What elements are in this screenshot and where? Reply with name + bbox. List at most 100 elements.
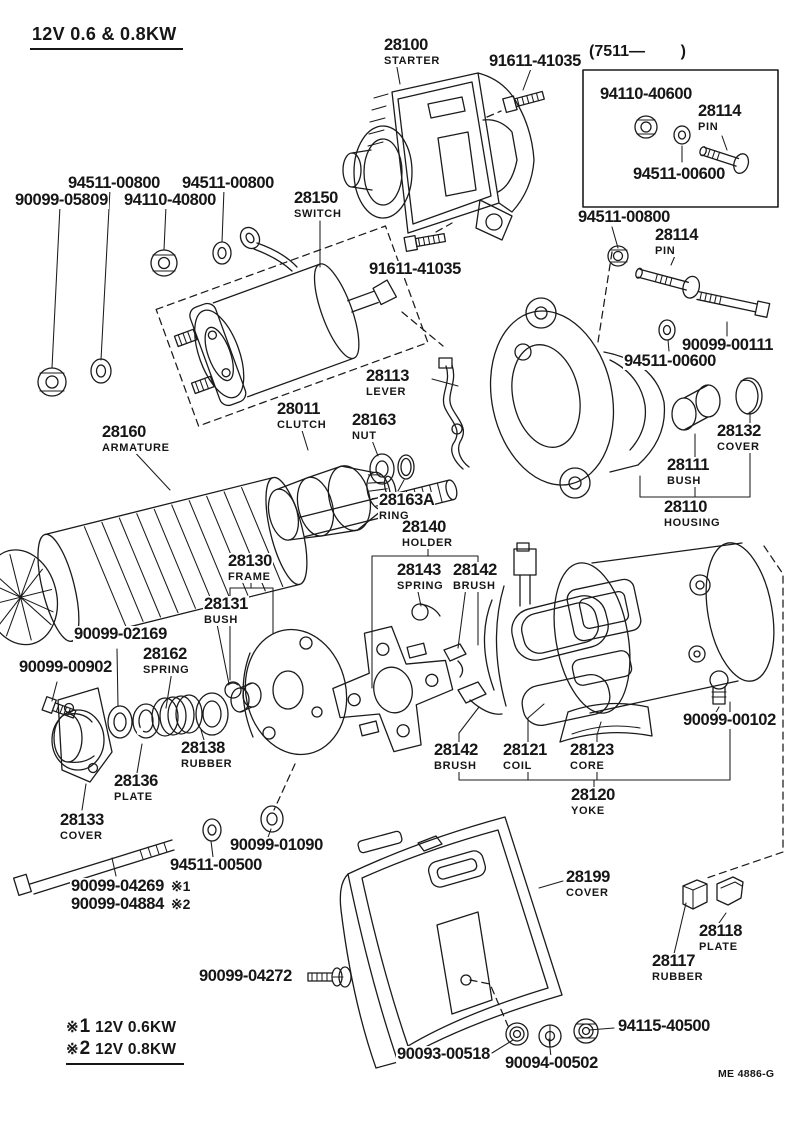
part-label-90099-04269: 90099-04269※1 [70,877,192,895]
plate-28118-illustration [716,876,744,906]
cover-28132-illustration [735,377,763,415]
part-label-94110-40600: 94110-40600 [599,85,693,103]
ring-28163A-illustration [397,454,415,480]
page-title: 12V 0.6 & 0.8KW [30,24,183,50]
washer-94511-00800-b [212,241,232,265]
coil-unit-illustration [457,542,611,727]
rubber-28138-illustration [195,692,229,736]
part-label-90099-05809: 90099-05809 [14,191,109,209]
lever-illustration [438,357,470,470]
pin-28114-right [635,267,701,299]
part-label-94110-40800: 94110-40800 [123,191,217,209]
nut-94115-40500-illustration [573,1018,599,1044]
part-label-90094-00502: 90094-00502 [504,1054,599,1072]
washer-94511-00600-box [673,125,691,145]
nut-94110-40600 [634,115,658,139]
nut-94110-40800 [150,249,178,277]
washer-94511-00600-right [658,319,676,341]
part-label-94511-00800-b: 94511-00800 [181,174,275,192]
bolt-90099-00111 [696,290,771,318]
core-28123-illustration [559,702,653,743]
rubber-28117-illustration [682,879,708,910]
washer-94511-00500-illustration [202,818,222,842]
drawing-code: ME 4886-G [718,1068,775,1080]
ring-90099-02169-illustration [107,705,133,739]
bush-28131-illustration [224,681,242,699]
frame-28130-illustration [242,628,348,756]
plate-28136-illustration [132,703,160,739]
cover-28133-illustration [51,687,113,783]
switch-dashed-outline [155,225,429,427]
bolt-91611-mid [403,232,447,253]
leader-lines [51,61,751,1058]
part-label-90093-00518: 90093-00518 [396,1045,491,1063]
legend-row-2: ※ 2 12V 0.8KW [66,1037,177,1059]
part-label-94511-00800-right: 94511-00800 [577,208,671,226]
part-label-90099-00111: 90099-00111 [681,336,775,354]
brush-28142-upper-illustration [443,643,467,678]
cover-28199-illustration [339,816,563,1069]
bolt-90099-04269-illustration [12,839,175,897]
part-label-90099-04272: 90099-04272 [198,967,293,985]
production-note: (7511— ) [589,43,686,60]
screw-90099-00102-illustration [709,670,729,705]
starter-illustration [342,72,535,241]
part-label-91611-41035-mid: 91611-41035 [368,260,462,278]
nut-90099-05809 [37,367,67,397]
reference-mark-icon: ※ [66,1040,79,1058]
holder-28140-illustration [332,625,454,753]
part-label-94511-00600-box: 94511-00600 [632,165,726,183]
part-label-90099-00102: 90099-00102 [682,711,777,729]
variant-legend: ※ 1 12V 0.6KW ※ 2 12V 0.8KW [66,1016,185,1065]
yoke-28120-illustration [553,542,775,714]
bolt-91611-top [502,90,545,114]
nut-28163-illustration [369,453,395,485]
footnote-mark-1: ※1 [170,878,191,894]
legend-row-1: ※ 1 12V 0.6KW [66,1016,177,1037]
pin-28114-box [699,146,750,174]
part-label-90099-01090: 90099-01090 [229,836,324,854]
part-label-91611-41035-top: 91611-41035 [488,52,582,70]
washer-90094-00502-illustration [538,1024,562,1048]
footnote-mark-2: ※2 [170,896,191,912]
nut-90093-00518-illustration [505,1022,529,1046]
spring-28162-illustration [151,694,203,737]
clutch-illustration [267,465,397,541]
part-label-94511-00600-right: 94511-00600 [623,352,717,370]
part-label-94511-00800-a: 94511-00800 [67,174,161,192]
nut-94511-00800-right [607,245,629,267]
part-label-90099-02169: 90099-02169 [73,625,168,643]
bush-28111-illustration [671,384,721,431]
armature-illustration [0,476,458,646]
part-label-90099-00902: 90099-00902 [18,658,113,676]
washer-94511-00800-a [90,358,112,384]
washer-90099-01090-illustration [260,805,284,833]
part-label-90099-04884: 90099-04884※2 [70,895,192,913]
screw-90099-04272-illustration [307,966,352,988]
lead-wire [239,226,298,272]
